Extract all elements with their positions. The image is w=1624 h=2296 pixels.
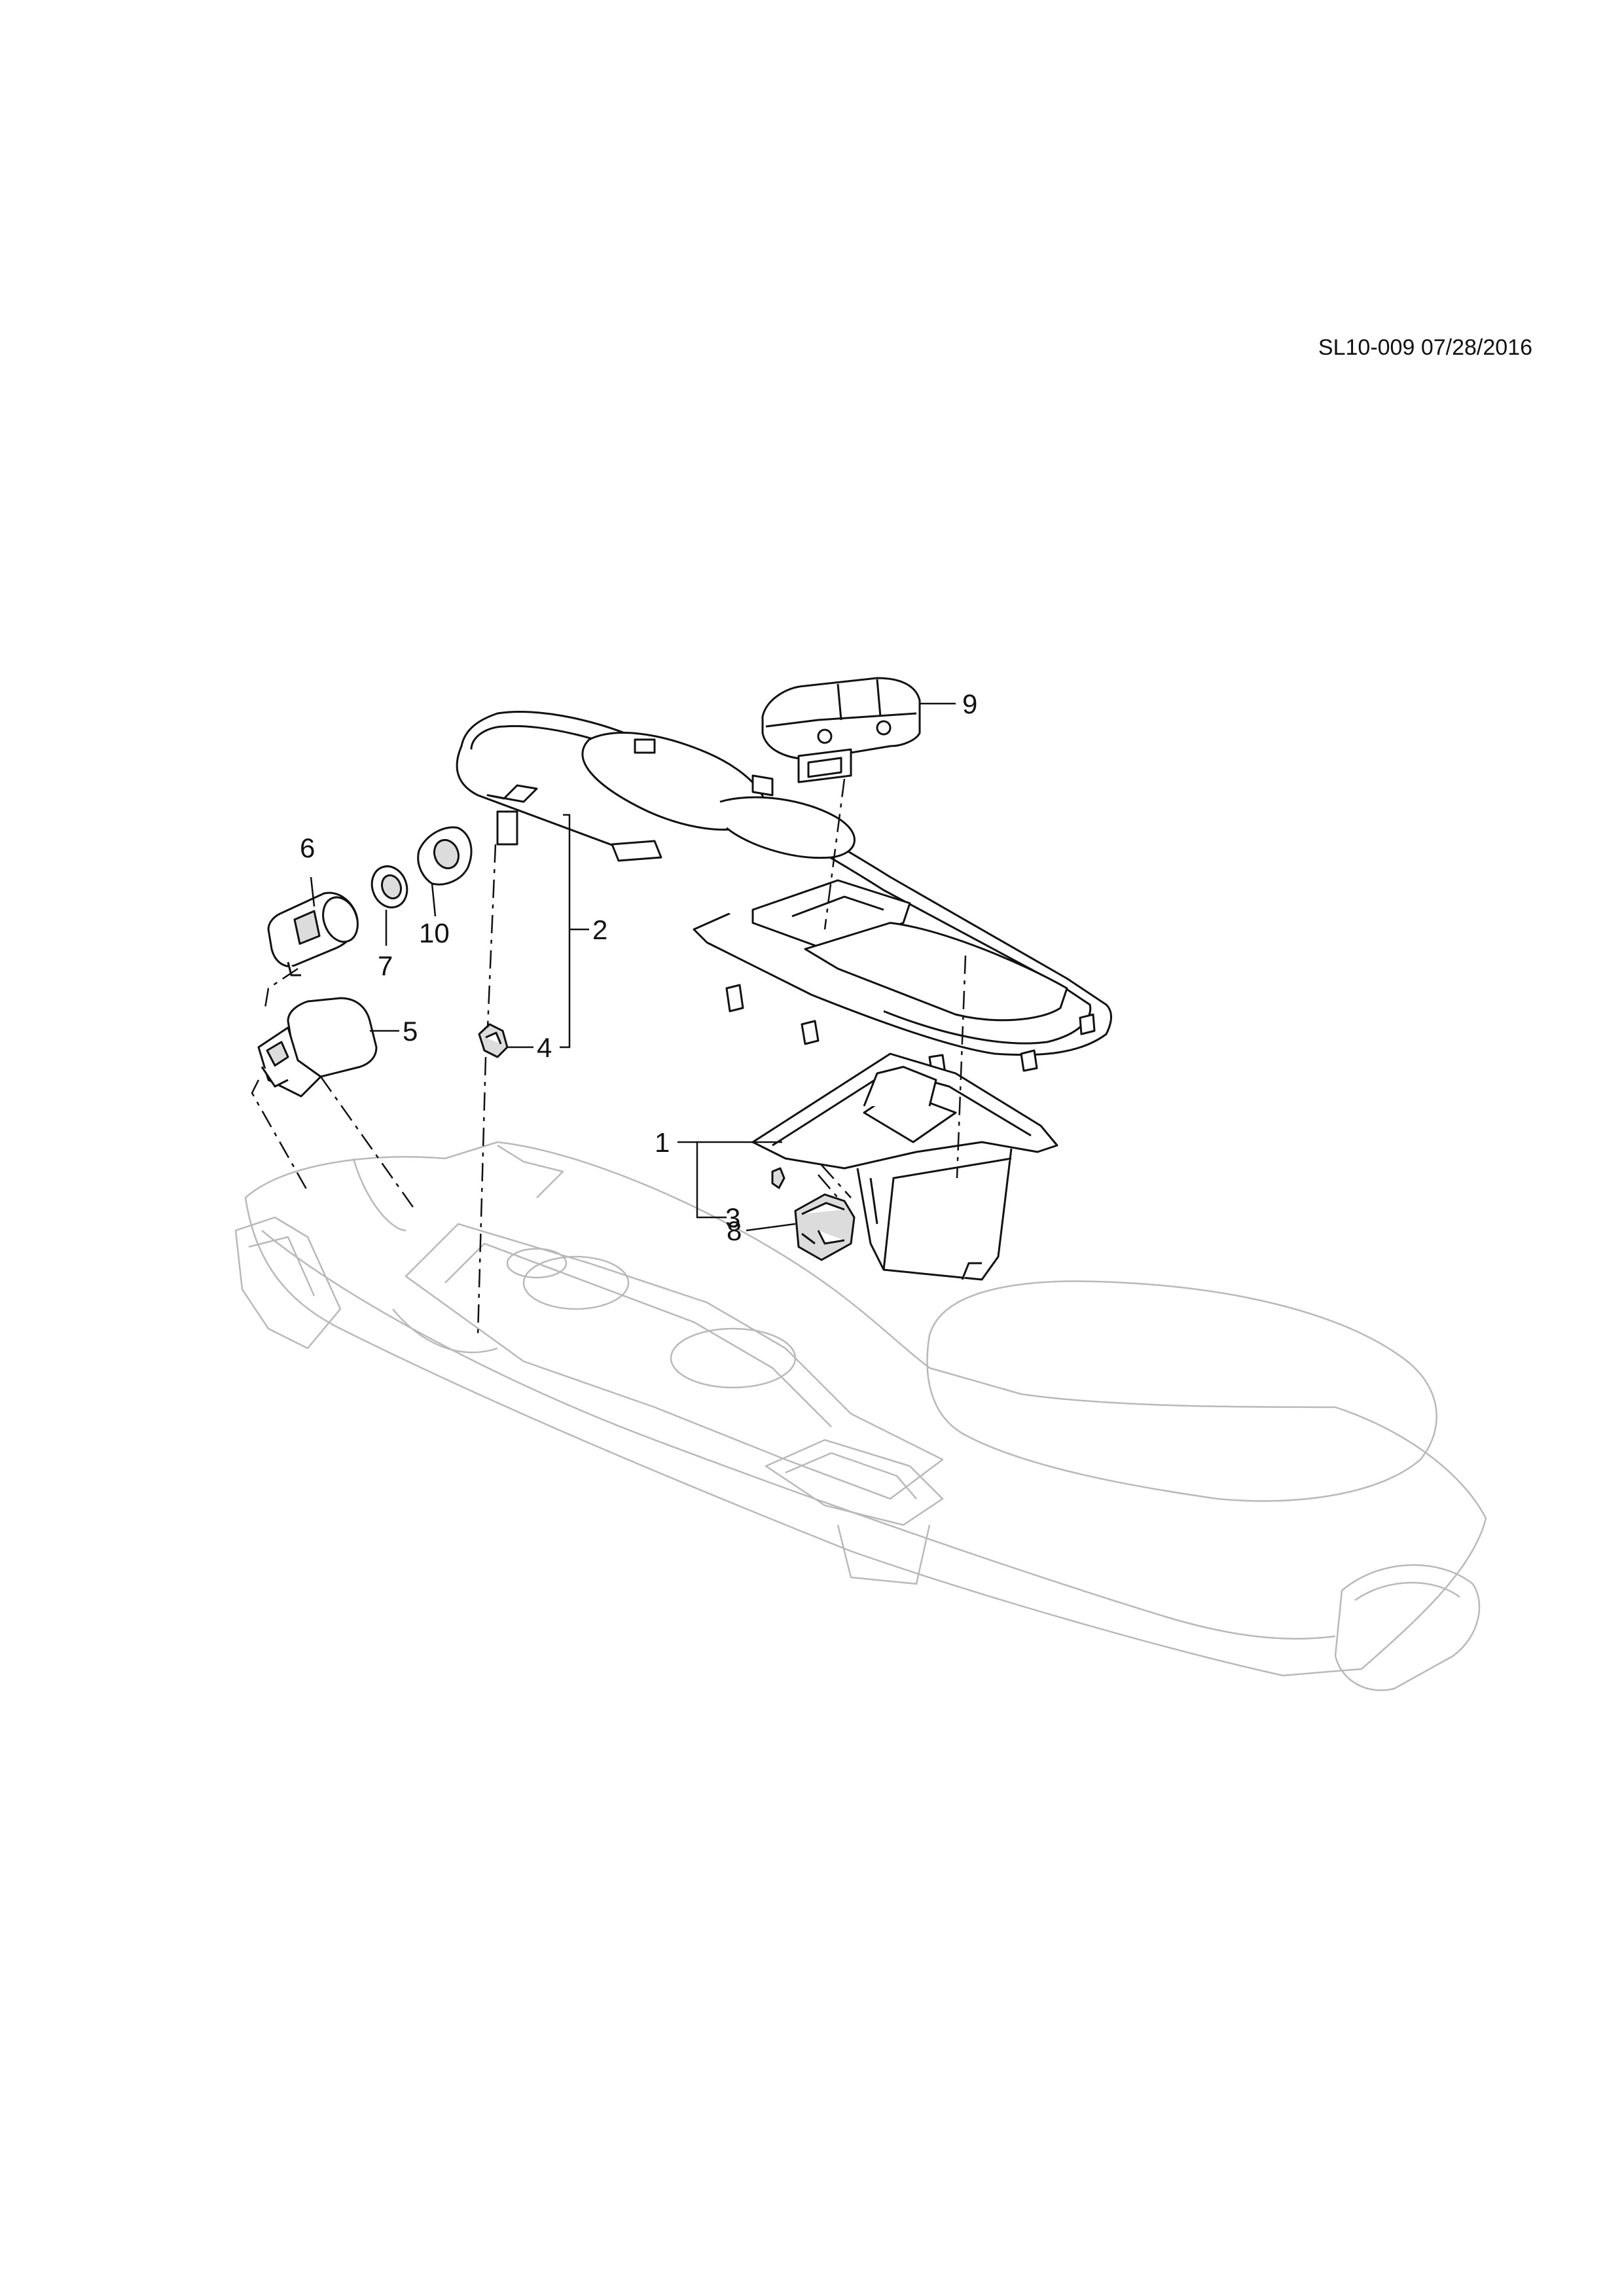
callout-labels: 9 2 4 1 3 8 5 6 7 10 <box>300 689 977 1246</box>
callout-10: 10 <box>419 918 450 948</box>
callout-5: 5 <box>403 1016 418 1047</box>
part-9-switch-module <box>761 677 921 783</box>
callout-7: 7 <box>378 950 393 981</box>
part-2-console-trim-plate <box>456 710 1112 1077</box>
part-10-retainer-ring <box>417 826 473 886</box>
installation-lines <box>251 778 967 1336</box>
part-6-power-socket <box>267 891 359 977</box>
callout-6: 6 <box>300 833 315 863</box>
vehicle-interior-background <box>234 1141 1487 1691</box>
callout-1: 1 <box>655 1127 670 1158</box>
part-5-outlet-bezel <box>257 997 378 1098</box>
part-7-ring <box>370 865 408 908</box>
part-4-retainer <box>478 1023 509 1058</box>
part-1-console-bin <box>751 1052 1058 1281</box>
document-reference: SL10-009 07/28/2016 <box>1318 335 1532 360</box>
callout-3: 3 <box>725 1202 740 1233</box>
part-3-clip <box>771 1167 785 1189</box>
leader-lines <box>310 702 956 1232</box>
callout-8: 8 <box>727 1215 742 1246</box>
callout-9: 9 <box>962 689 977 719</box>
callout-4: 4 <box>537 1032 552 1063</box>
part-8-switch <box>794 1193 856 1261</box>
callout-2: 2 <box>592 914 607 945</box>
